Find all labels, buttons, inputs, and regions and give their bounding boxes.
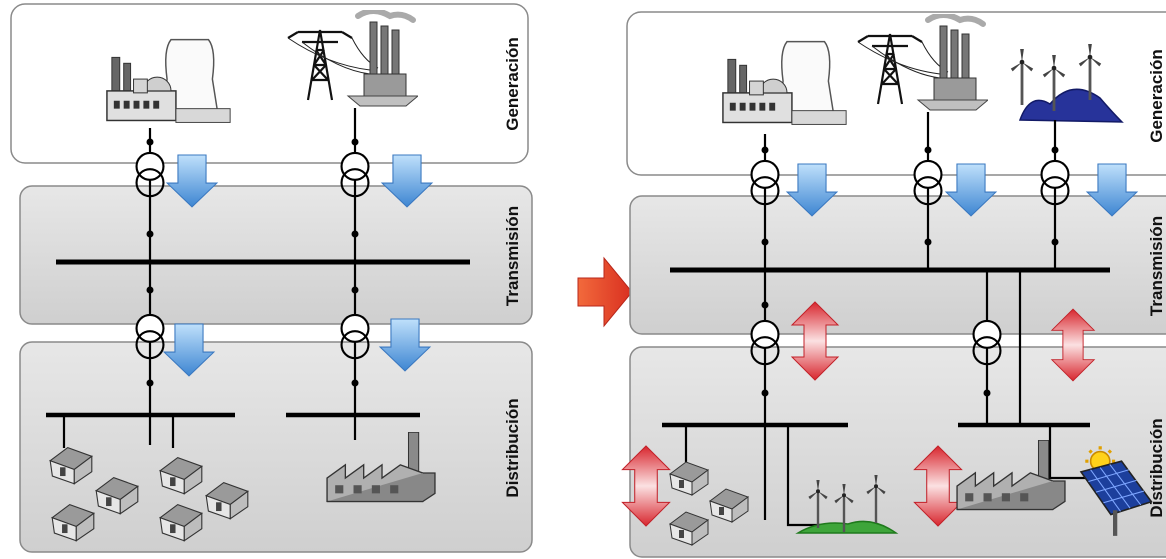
left-nodes bbox=[146, 138, 359, 387]
right-transmission-label: Transmisión bbox=[1147, 216, 1166, 316]
left-transmission-label: Transmisión bbox=[503, 206, 522, 306]
evolution-arrow-icon bbox=[577, 256, 633, 328]
left-distribution-label: Distribución bbox=[503, 398, 522, 497]
wind-farm-icon bbox=[1010, 44, 1124, 123]
right-generation-label: Generación bbox=[1147, 49, 1166, 143]
left-generation-label: Generación bbox=[503, 37, 522, 131]
right-generation-zone bbox=[626, 11, 1166, 176]
left-transmission-zone bbox=[19, 185, 533, 325]
left-generation-zone bbox=[10, 3, 529, 164]
right-grid: Generación Transmisión Distribución bbox=[621, 11, 1166, 558]
right-nodes bbox=[761, 146, 1059, 397]
left-grid: Generación Transmisión Distribución bbox=[10, 3, 533, 553]
right-transmission-zone bbox=[629, 195, 1166, 335]
right-distribution-label: Distribución bbox=[1147, 418, 1166, 517]
right-distribution-zone bbox=[629, 346, 1166, 558]
left-distribution-zone bbox=[19, 341, 533, 553]
wind-farm-icon bbox=[795, 475, 899, 534]
